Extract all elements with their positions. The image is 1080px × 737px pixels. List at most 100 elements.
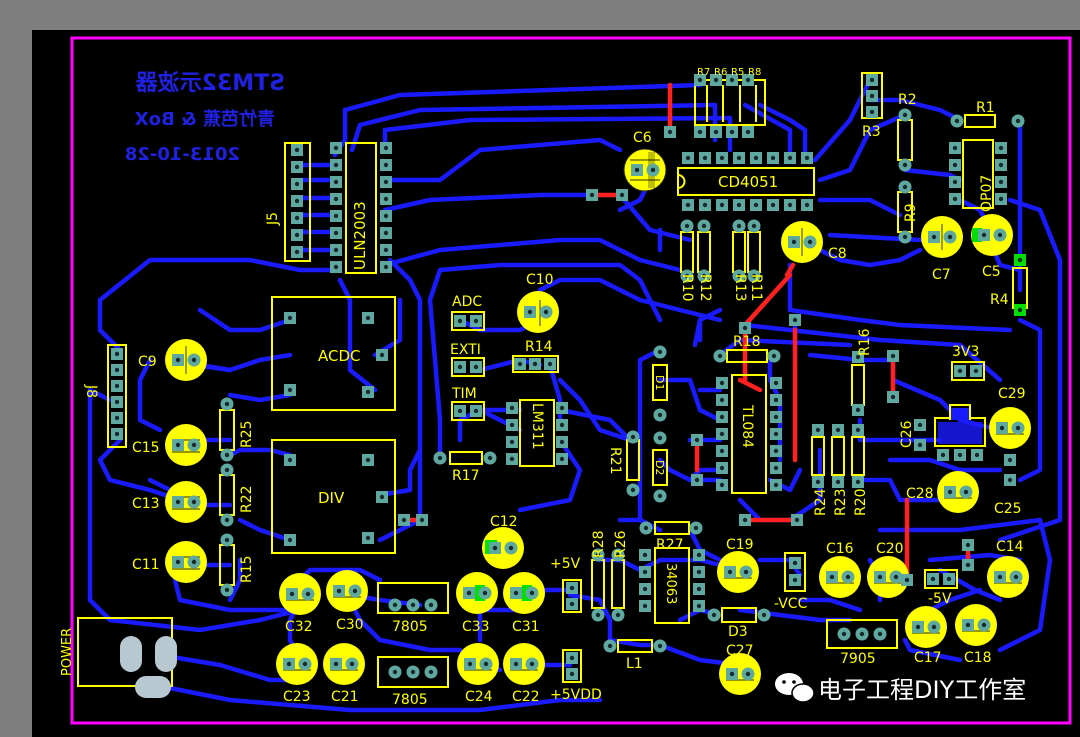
capacitor-c22 xyxy=(503,643,545,685)
capacitor-c17 xyxy=(905,606,947,648)
title-line2: 青竹芭蕉 & BoX xyxy=(135,108,275,130)
label-7805-upper: 7805 xyxy=(392,619,428,635)
label-d2: D2 xyxy=(653,460,666,475)
label-c9: C9 xyxy=(138,354,157,370)
capacitor-c23 xyxy=(276,643,318,685)
label-c29: C29 xyxy=(998,386,1026,402)
capacitor-c24 xyxy=(457,643,499,685)
silkscreen-labels: J5 ULN2003 R7 R6 R5 R8 R3 R2 R1 OP07 C6 … xyxy=(60,67,1026,708)
capacitor-c30 xyxy=(326,570,368,612)
label-c33: C33 xyxy=(462,619,490,635)
label-r13: R13 xyxy=(732,274,748,302)
label-r22: R22 xyxy=(239,485,255,513)
label-lm311: LM311 xyxy=(529,403,545,450)
label-c11: C11 xyxy=(132,557,160,573)
label-r21: R21 xyxy=(607,447,623,475)
label-r9: R9 xyxy=(903,203,919,222)
capacitor-c28 xyxy=(937,471,979,513)
title-block: STM32示波器 青竹芭蕉 & BoX 2013-10-28 xyxy=(125,71,285,165)
label-power: POWER xyxy=(60,628,75,676)
label-c30: C30 xyxy=(336,617,364,633)
label-c19: C19 xyxy=(726,537,754,553)
capacitor-c6 xyxy=(623,148,667,192)
label-exti: EXTI xyxy=(450,342,481,358)
capacitor-c21 xyxy=(323,643,365,685)
capacitor-c19 xyxy=(717,551,759,593)
label-r12: R12 xyxy=(697,274,713,302)
label-r16: R16 xyxy=(857,328,873,356)
label-c14: C14 xyxy=(996,539,1024,555)
power-jack-pads xyxy=(120,636,177,698)
label-7905: 7905 xyxy=(840,651,876,667)
capacitor-c27 xyxy=(719,653,761,695)
label-acdc: ACDC xyxy=(318,347,361,365)
watermark: 电子工程DIY工作室 xyxy=(775,673,1026,704)
capacitor-c12 xyxy=(482,527,524,569)
label-op07: OP07 xyxy=(979,175,995,212)
label-c17: C17 xyxy=(914,650,942,666)
label-r26: R26 xyxy=(613,530,629,558)
label-c12: C12 xyxy=(490,514,518,530)
regulator-symbol xyxy=(938,408,982,444)
label-c31: C31 xyxy=(512,619,540,635)
label-c8: C8 xyxy=(828,246,847,262)
capacitor-c20 xyxy=(867,556,909,598)
label-3v3: 3V3 xyxy=(952,344,979,360)
label-r15: R15 xyxy=(239,555,255,583)
label-c20: C20 xyxy=(876,541,904,557)
capacitor-c11 xyxy=(165,541,207,583)
capacitor-c18 xyxy=(955,604,997,646)
label-cd4051: CD4051 xyxy=(718,173,778,191)
capacitor-c14 xyxy=(987,556,1029,598)
board-outline xyxy=(70,36,1072,725)
label-c15: C15 xyxy=(132,440,160,456)
capacitor-c16 xyxy=(819,556,861,598)
capacitor-c32 xyxy=(279,573,321,615)
label-c13: C13 xyxy=(132,496,160,512)
label-r10: R10 xyxy=(679,274,695,302)
label-r25: R25 xyxy=(239,420,255,448)
watermark-text: 电子工程DIY工作室 xyxy=(818,676,1026,704)
label-p5vdd: +5VDD xyxy=(550,687,602,703)
label-c18: C18 xyxy=(964,650,992,666)
label-r11: R11 xyxy=(748,274,764,302)
label-c26: C26 xyxy=(899,420,915,448)
label-r3: R3 xyxy=(862,124,881,140)
label-c10: C10 xyxy=(526,272,554,288)
label-vcc: -VCC xyxy=(774,596,808,612)
label-r27: R27 xyxy=(656,537,684,553)
label-r20: R20 xyxy=(853,488,869,516)
capacitor-c15 xyxy=(165,424,207,466)
label-p5v: +5V xyxy=(550,556,581,572)
label-c28: C28 xyxy=(906,486,934,502)
title-line1: STM32示波器 xyxy=(135,71,285,96)
wechat-icon xyxy=(775,673,815,703)
capacitor-c33 xyxy=(456,572,498,614)
label-c6: C6 xyxy=(633,130,652,146)
capacitor-c29 xyxy=(989,407,1031,449)
label-r17: R17 xyxy=(452,468,480,484)
label-r23: R23 xyxy=(833,488,849,516)
label-r28: R28 xyxy=(591,530,607,558)
label-uln2003: ULN2003 xyxy=(351,201,369,270)
capacitor-c13 xyxy=(165,481,207,523)
capacitor-c10 xyxy=(517,291,559,333)
label-r7: R7 xyxy=(697,67,710,78)
capacitor-c5 xyxy=(971,214,1013,256)
label-c27: C27 xyxy=(726,643,754,659)
label-c7: C7 xyxy=(932,267,951,283)
label-r8: R8 xyxy=(748,67,761,78)
bottom-traces xyxy=(87,77,1063,713)
label-c5: C5 xyxy=(982,264,1001,280)
label-j5: J5 xyxy=(265,212,281,226)
label-34063: 34063 xyxy=(663,563,678,604)
label-c24: C24 xyxy=(465,689,493,705)
label-c22: C22 xyxy=(512,689,540,705)
label-d3: D3 xyxy=(728,624,748,640)
label-tim: TIM xyxy=(451,386,477,402)
label-d1: D1 xyxy=(653,375,666,390)
label-c16: C16 xyxy=(826,541,854,557)
title-line3: 2013-10-28 xyxy=(125,144,240,165)
label-div: DIV xyxy=(318,489,345,507)
label-r18: R18 xyxy=(733,334,761,350)
